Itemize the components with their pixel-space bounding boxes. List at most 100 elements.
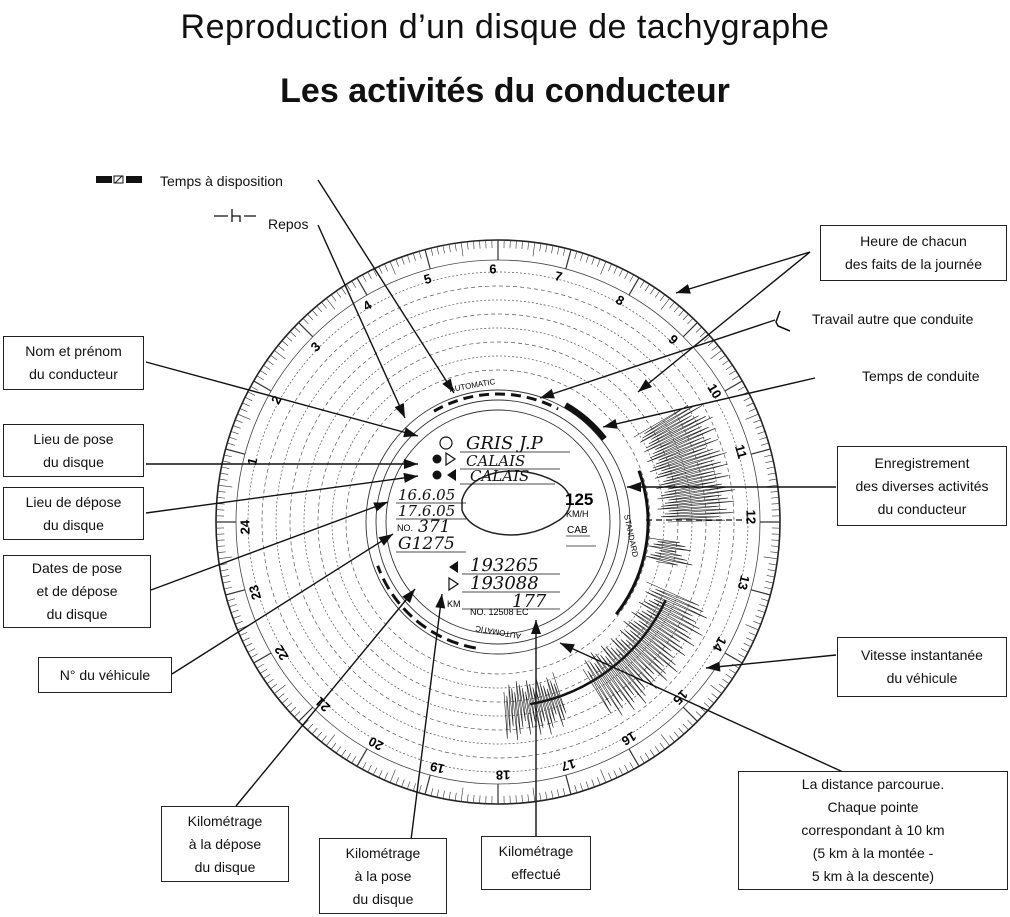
disc-hour-label: 5: [422, 271, 433, 287]
disc-minute-tick: [356, 748, 368, 767]
hw-vehicle-no: 371: [418, 517, 450, 537]
label-distance-line1: La distance parcourue.: [801, 776, 945, 792]
label-km-depose-line3: du disque: [194, 858, 256, 875]
disc-minute-tick: [682, 313, 689, 321]
disc-minute-tick: [351, 280, 357, 288]
disc-minute-tick: [316, 305, 323, 313]
disc-minute-tick: [527, 241, 529, 250]
disc-minute-tick: [285, 335, 293, 342]
disc-minute-tick: [551, 245, 554, 254]
disc-minute-tick: [574, 784, 578, 793]
disc-minute-tick: [336, 746, 342, 754]
disc-minute-tick: [256, 663, 264, 669]
disc-minute-tick: [597, 259, 601, 267]
disc-minute-tick: [460, 242, 464, 257]
disc-minute-tick: [307, 723, 314, 731]
disc-speed-ring: [345, 369, 651, 675]
disc-minute-tick: [222, 581, 231, 584]
leader-arrowhead: [435, 594, 446, 609]
disc-minute-tick: [311, 309, 318, 317]
disc-minute-tick: [755, 615, 764, 619]
label-dates-line2: et de dépose: [36, 583, 118, 599]
disc-minute-tick: [597, 777, 601, 785]
disc-minute-tick: [724, 380, 743, 392]
disc-minute-tick: [600, 261, 607, 275]
disc-speed-trace: [503, 672, 567, 741]
disc-minute-tick: [289, 331, 297, 338]
disc-minute-tick: [768, 563, 777, 566]
disc-minute-tick: [373, 767, 378, 776]
label-lieu-depose: Lieu de dépose du disque: [3, 487, 144, 540]
disc-minute-tick: [585, 254, 589, 263]
label-enregistrement-line3: du conducteur: [877, 500, 967, 517]
disc-minute-tick: [687, 719, 694, 726]
disc-minute-tick: [384, 263, 388, 272]
label-km-pose-line2: à la pose: [354, 867, 412, 884]
leader-arrowhead: [603, 418, 618, 429]
label-travail: Travail autre que conduite: [812, 308, 974, 331]
disc-minute-tick: [551, 790, 554, 799]
disc-minute-tick: [608, 772, 612, 781]
leader-arrowhead: [531, 620, 541, 634]
disc-minute-tick: [367, 764, 372, 773]
disc-minute-tick: [750, 448, 771, 455]
disc-minute-tick: [678, 727, 685, 735]
disc-minute-tick: [660, 298, 670, 310]
disc-minute-tick: [682, 322, 698, 338]
disc-speed-unit: KM/H: [566, 509, 589, 519]
disc-speed-ring: [303, 327, 693, 717]
disc-minute-tick: [407, 254, 411, 263]
label-lieu-depose-line2: du disque: [43, 516, 104, 533]
disc-hour-label: 6: [489, 261, 497, 276]
disc-minute-tick: [316, 731, 323, 739]
disc-minute-tick: [771, 503, 780, 505]
disc-hour-label: 18: [496, 767, 511, 782]
disc-minute-tick: [454, 792, 457, 801]
disc-center-hole: [461, 470, 571, 536]
disc-minute-tick: [253, 380, 272, 392]
disc-minute-tick: [725, 673, 733, 679]
disc-minute-tick: [430, 788, 434, 796]
disc-minute-tick: [448, 244, 451, 253]
disc-minute-tick: [311, 727, 318, 735]
disc-hour-label: 7: [553, 268, 564, 284]
disc-minute-tick: [740, 648, 749, 653]
disc-minute-tick: [217, 491, 226, 493]
disc-minute-tick: [228, 604, 237, 608]
disc-minute-tick: [230, 431, 239, 435]
leader-arrowhead: [403, 472, 418, 483]
disc-minute-tick: [436, 246, 439, 255]
disc-minute-tick: [225, 589, 246, 596]
disc-minute-tick: [565, 249, 572, 270]
label-enregistrement-line2: des diverses activités: [855, 477, 989, 494]
disc-minute-tick: [224, 586, 232, 590]
disc-minute-tick: [294, 711, 301, 718]
disc-minute-tick: [378, 770, 383, 778]
label-km-depose-line2: à la dépose: [188, 835, 262, 852]
disc-minute-tick: [378, 266, 383, 274]
disc-minute-tick: [373, 268, 378, 277]
label-nom: Nom et prénom du conducteur: [3, 336, 144, 390]
disc-minute-tick: [247, 648, 256, 653]
km-start-arrow-icon: [448, 576, 460, 592]
disc-minute-tick: [217, 497, 226, 499]
depose-arrow-icon: [447, 469, 456, 481]
disc-minute-tick: [659, 742, 665, 750]
label-dates-line3: du disque: [46, 606, 108, 622]
disc-hour-label: 23: [246, 583, 264, 601]
disc-minute-tick: [678, 309, 685, 317]
disc-speed-ring: [289, 313, 707, 731]
disc-minute-tick: [618, 767, 623, 776]
disc-minute-tick: [219, 478, 228, 481]
disc-minute-tick: [220, 569, 229, 572]
disc-minute-tick: [659, 294, 665, 302]
disc-minute-tick: [760, 598, 769, 602]
label-distance-line3: correspondant à 10 km: [801, 822, 945, 838]
disc-minute-tick: [473, 241, 475, 250]
disc-speed-ring: [275, 299, 721, 745]
disc-minute-tick: [253, 652, 272, 664]
hw-vehicle-reg: G1275: [398, 534, 455, 554]
disc-minute-tick: [710, 350, 722, 360]
hw-date-end: 17.6.05: [398, 502, 455, 520]
disc-minute-tick: [298, 322, 314, 338]
